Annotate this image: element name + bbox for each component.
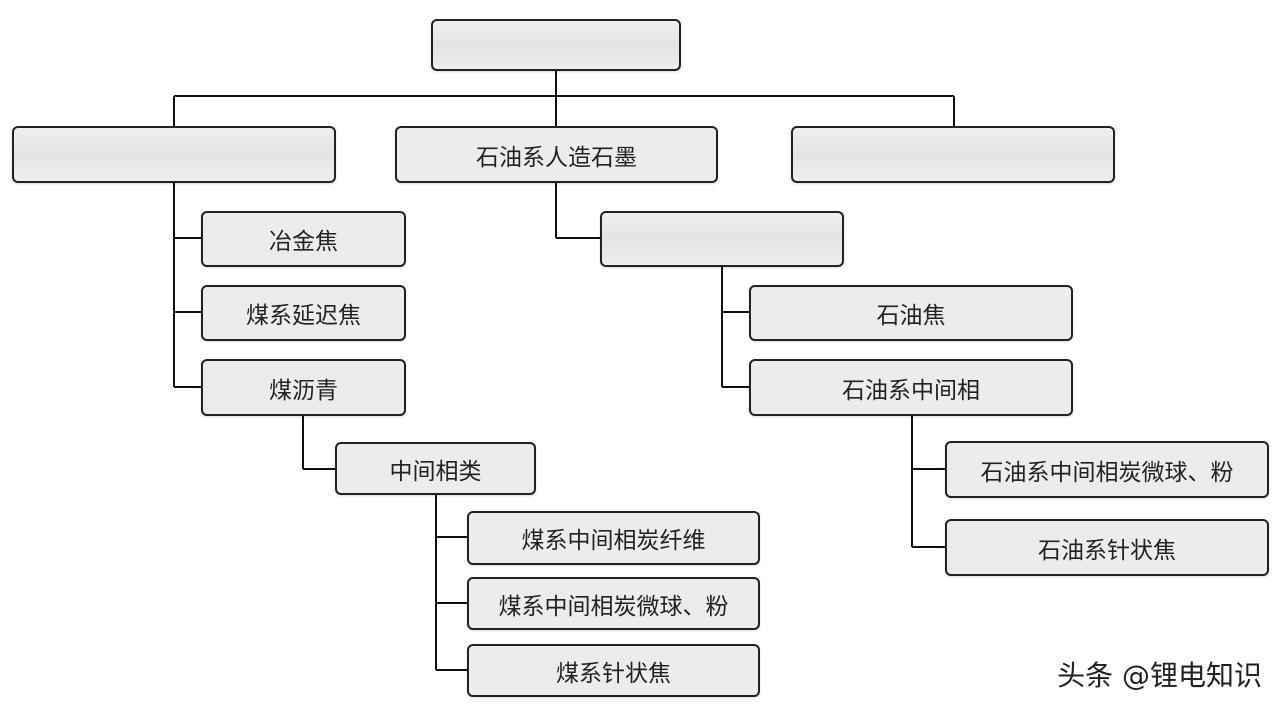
watermark: 头条 @锂电知识 (1057, 659, 1262, 692)
coal-pitch-node: 煤沥青 (201, 359, 406, 416)
coal-mesophase-fiber-node: 煤系中间相炭纤维 (467, 511, 760, 565)
petroleum-coke-node: 石油焦 (749, 285, 1073, 341)
petroleum-graphite-node: 石油系人造石墨 (395, 126, 718, 183)
petroleum-mesophase-node: 石油系中间相 (749, 359, 1073, 416)
coal-graphite-node (12, 126, 336, 183)
coal-mesophase-microsphere-node: 煤系中间相炭微球、粉 (467, 577, 760, 630)
coal-needle-coke-node: 煤系针状焦 (467, 644, 760, 697)
coal-delayed-coke-node: 煤系延迟焦 (201, 285, 406, 341)
petroleum-sub-node (600, 211, 844, 267)
root-node (431, 19, 681, 71)
other-graphite-node (791, 126, 1115, 183)
metallurgical-coke-node: 冶金焦 (201, 211, 406, 267)
petroleum-mesophase-microsphere-node: 石油系中间相炭微球、粉 (945, 441, 1269, 498)
mesophase-class-node: 中间相类 (335, 442, 536, 495)
petroleum-needle-coke-node: 石油系针状焦 (945, 519, 1269, 576)
